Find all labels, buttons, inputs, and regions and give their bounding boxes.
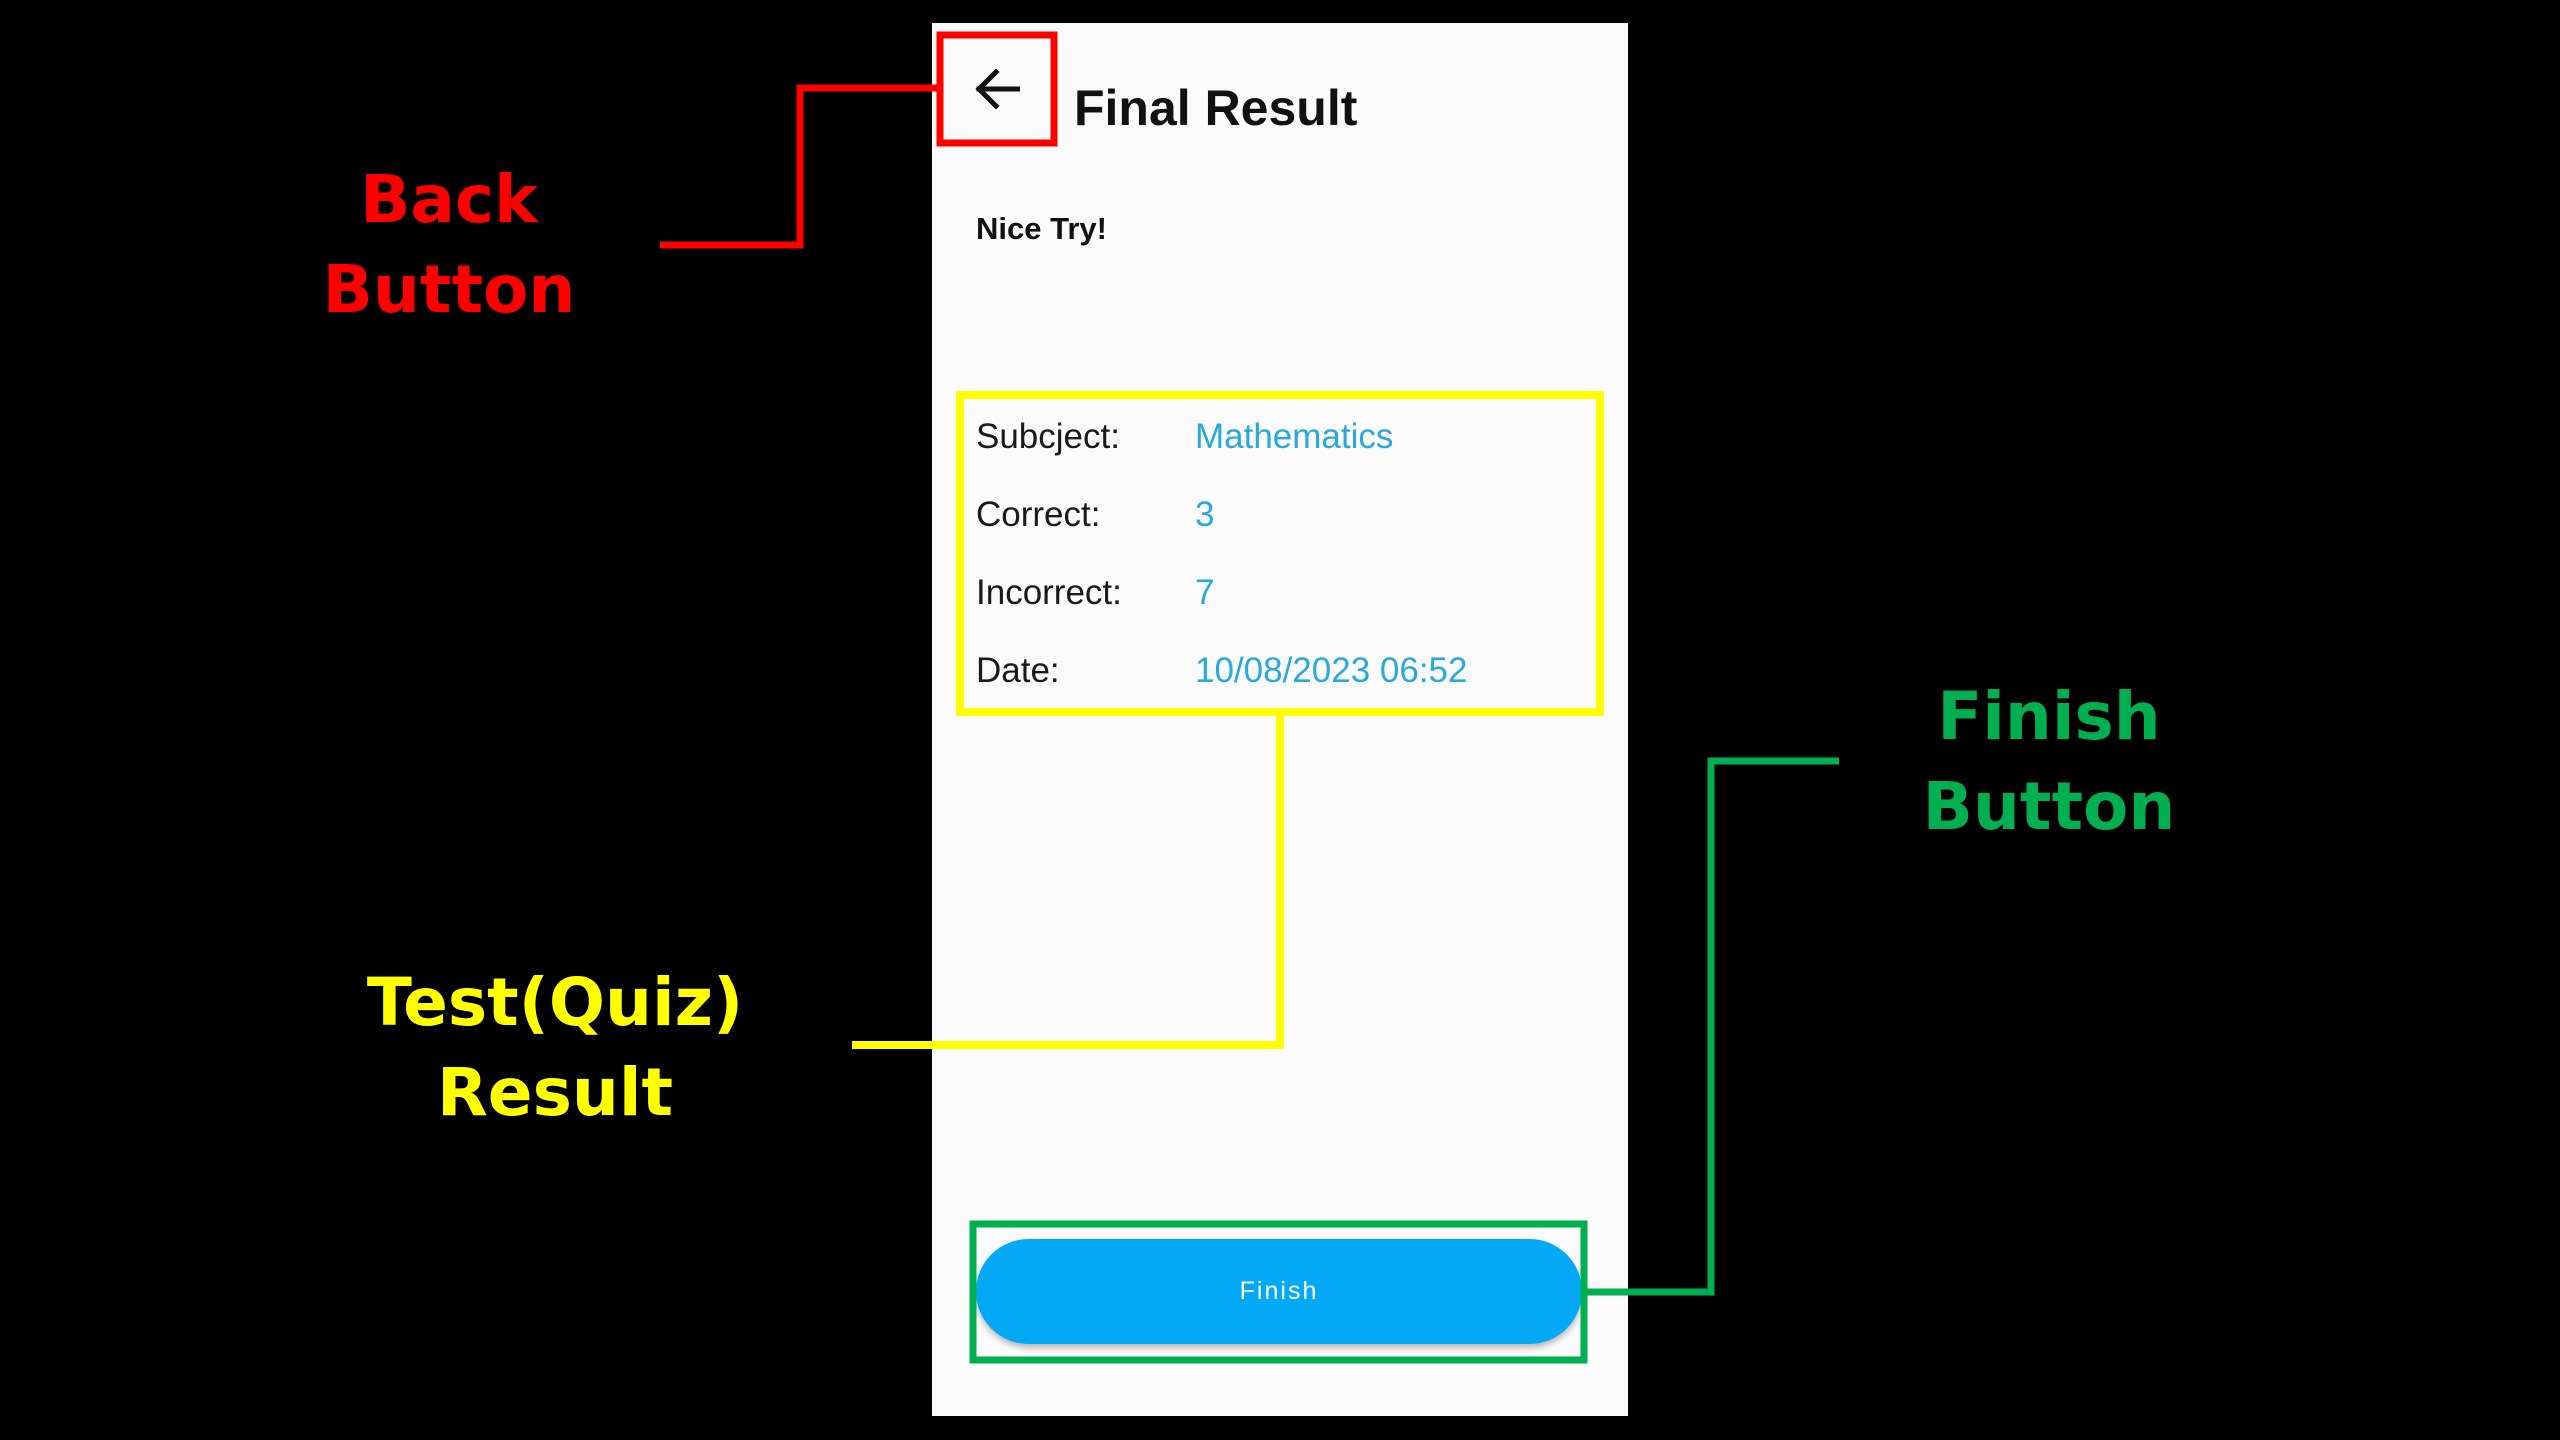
callout-line: Button — [322, 251, 576, 328]
callout-line: Finish — [1937, 678, 2161, 755]
finish-button[interactable]: Finish — [976, 1239, 1582, 1344]
back-button-callout: Back Button — [323, 155, 576, 335]
finish-highlight-box — [969, 1220, 1588, 1364]
arrow-left-icon — [975, 69, 1020, 109]
result-row-incorrect: Incorrect: 7 — [976, 573, 1214, 612]
callout-line: Result — [436, 1054, 674, 1131]
result-row-correct: Correct: 3 — [976, 495, 1214, 534]
result-label: Incorrect: — [976, 573, 1122, 612]
result-label: Date: — [976, 651, 1060, 690]
finish-button-callout: Finish Button — [1923, 672, 2176, 852]
result-row-subject: Subcject: Mathematics — [976, 417, 1393, 456]
app-screen: Final Result Nice Try! Subcject: Mathema… — [932, 23, 1628, 1416]
result-message: Nice Try! — [976, 211, 1107, 246]
quiz-result-callout: Test(Quiz) Result — [367, 958, 743, 1138]
back-connector-line — [660, 84, 937, 249]
result-label: Correct: — [976, 495, 1101, 534]
callout-line: Button — [1922, 768, 2176, 845]
callout-line: Test(Quiz) — [366, 964, 744, 1041]
result-value: 10/08/2023 06:52 — [1195, 651, 1468, 690]
result-label: Subcject: — [976, 417, 1120, 456]
result-highlight-box — [956, 391, 1604, 716]
result-value: 3 — [1195, 495, 1215, 534]
result-value: Mathematics — [1195, 417, 1394, 456]
result-row-date: Date: 10/08/2023 06:52 — [976, 651, 1467, 690]
finish-connector-line — [1587, 757, 1839, 1296]
page-title: Final Result — [1074, 80, 1358, 136]
back-highlight-box — [936, 31, 1058, 147]
callout-line: Back — [360, 161, 538, 238]
back-button[interactable] — [937, 33, 1057, 145]
result-value: 7 — [1195, 573, 1215, 612]
result-connector-line — [852, 715, 1284, 1049]
